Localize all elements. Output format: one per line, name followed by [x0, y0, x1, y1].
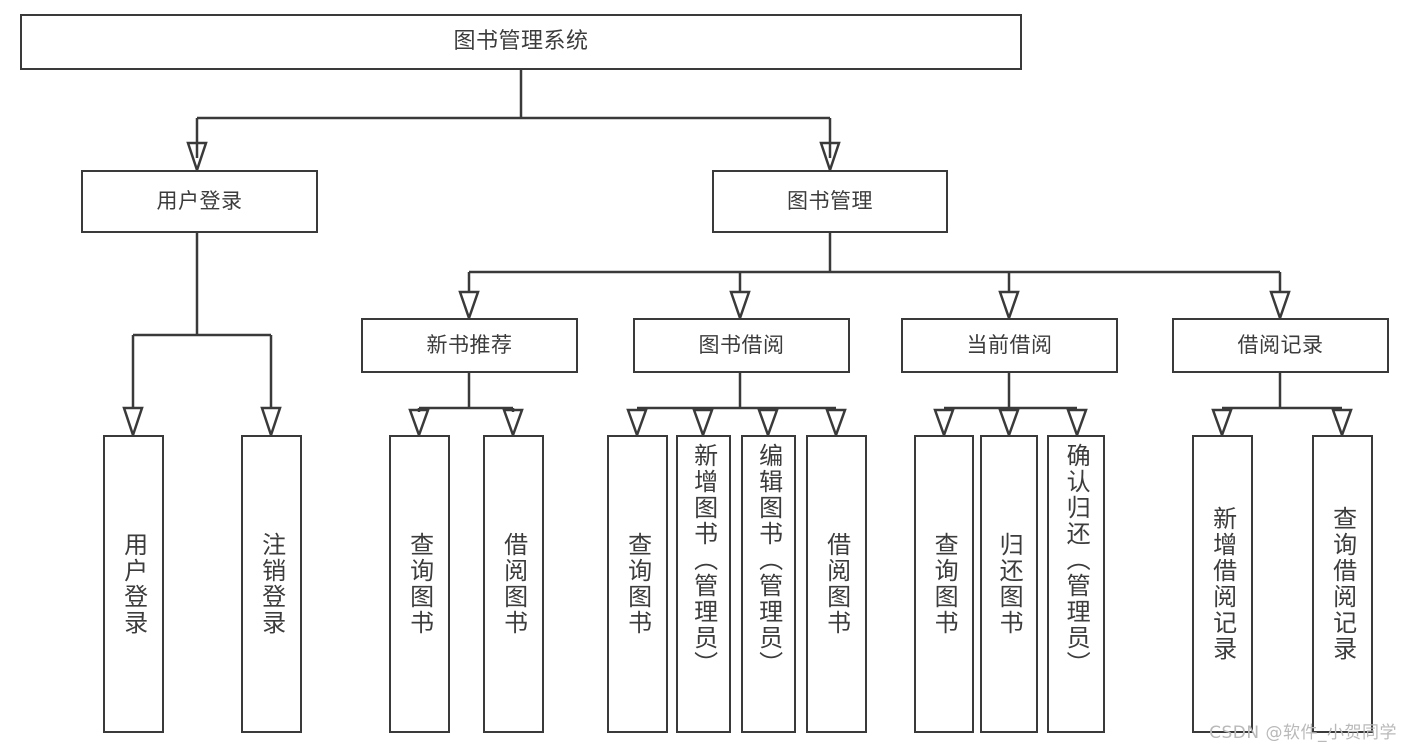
leaf-user-logout[interactable]: 注销登录 — [241, 435, 302, 733]
node-label: 注销登录 — [257, 532, 286, 636]
node-label: 新增借阅记录 — [1208, 506, 1237, 662]
node-label: 新书推荐 — [426, 333, 513, 358]
node-label: 确认归还（管理员） — [1062, 443, 1091, 677]
arrow-tsjy-4 — [825, 408, 847, 439]
arrow-tsjy-2 — [692, 408, 714, 439]
node-root-system[interactable]: 图书管理系统 — [20, 14, 1022, 70]
arrow-ul-1 — [122, 406, 144, 439]
leaf-bb-query-book[interactable]: 查询图书 — [607, 435, 668, 733]
arrow-ul-2 — [260, 406, 282, 439]
node-label: 用户登录 — [156, 189, 243, 214]
arrow-dqjy-2 — [998, 408, 1020, 439]
node-borrow-record[interactable]: 借阅记录 — [1172, 318, 1389, 373]
leaf-cb-confirm-return-admin[interactable]: 确认归还（管理员） — [1047, 435, 1105, 733]
csdn-watermark: CSDN @软件_小贺同学 — [1209, 723, 1397, 743]
node-current-borrow[interactable]: 当前借阅 — [901, 318, 1118, 373]
leaf-bb-borrow-book[interactable]: 借阅图书 — [806, 435, 867, 733]
arrow-bm-2 — [729, 290, 751, 322]
arrow-bm-3 — [998, 290, 1020, 322]
arrow-nsr-1 — [408, 408, 430, 439]
leaf-nbr-borrow-book[interactable]: 借阅图书 — [483, 435, 544, 733]
node-label: 用户登录 — [119, 532, 148, 636]
node-label: 编辑图书（管理员） — [754, 443, 783, 677]
node-label: 查询图书 — [930, 532, 959, 636]
node-label: 归还图书 — [995, 532, 1024, 636]
node-label: 查询图书 — [623, 532, 652, 636]
leaf-nbr-query-book[interactable]: 查询图书 — [389, 435, 450, 733]
arrow-user-login — [186, 141, 208, 174]
node-label: 图书管理 — [787, 189, 873, 214]
arrow-tsjy-1 — [626, 408, 648, 439]
leaf-user-login-do[interactable]: 用户登录 — [103, 435, 164, 733]
arrow-jyjl-2 — [1331, 408, 1353, 439]
arrow-nsr-2 — [502, 408, 524, 439]
node-label: 图书管理系统 — [453, 29, 589, 55]
leaf-cb-return-book[interactable]: 归还图书 — [980, 435, 1038, 733]
node-new-book-recommend[interactable]: 新书推荐 — [361, 318, 578, 373]
arrow-dqjy-1 — [933, 408, 955, 439]
node-label: 查询借阅记录 — [1328, 506, 1357, 662]
node-label: 借阅图书 — [499, 532, 528, 636]
node-user-login[interactable]: 用户登录 — [81, 170, 318, 233]
arrow-book-mgmt — [819, 141, 841, 174]
arrow-tsjy-3 — [757, 408, 779, 439]
node-label: 当前借阅 — [966, 333, 1053, 358]
node-label: 图书借阅 — [698, 333, 785, 358]
node-label: 借阅记录 — [1237, 333, 1324, 358]
arrow-jyjl-1 — [1211, 408, 1233, 439]
node-book-borrow[interactable]: 图书借阅 — [633, 318, 850, 373]
arrow-bm-4 — [1269, 290, 1291, 322]
node-label: 查询图书 — [405, 532, 434, 636]
arrow-bm-1 — [458, 290, 480, 322]
leaf-bb-add-book-admin[interactable]: 新增图书（管理员） — [676, 435, 731, 733]
leaf-cb-query-book[interactable]: 查询图书 — [914, 435, 974, 733]
arrow-dqjy-3 — [1066, 408, 1088, 439]
node-label: 借阅图书 — [822, 532, 851, 636]
leaf-br-query-record[interactable]: 查询借阅记录 — [1312, 435, 1373, 733]
node-book-management[interactable]: 图书管理 — [712, 170, 948, 233]
leaf-bb-edit-book-admin[interactable]: 编辑图书（管理员） — [741, 435, 796, 733]
leaf-br-add-record[interactable]: 新增借阅记录 — [1192, 435, 1253, 733]
node-label: 新增图书（管理员） — [689, 443, 718, 677]
